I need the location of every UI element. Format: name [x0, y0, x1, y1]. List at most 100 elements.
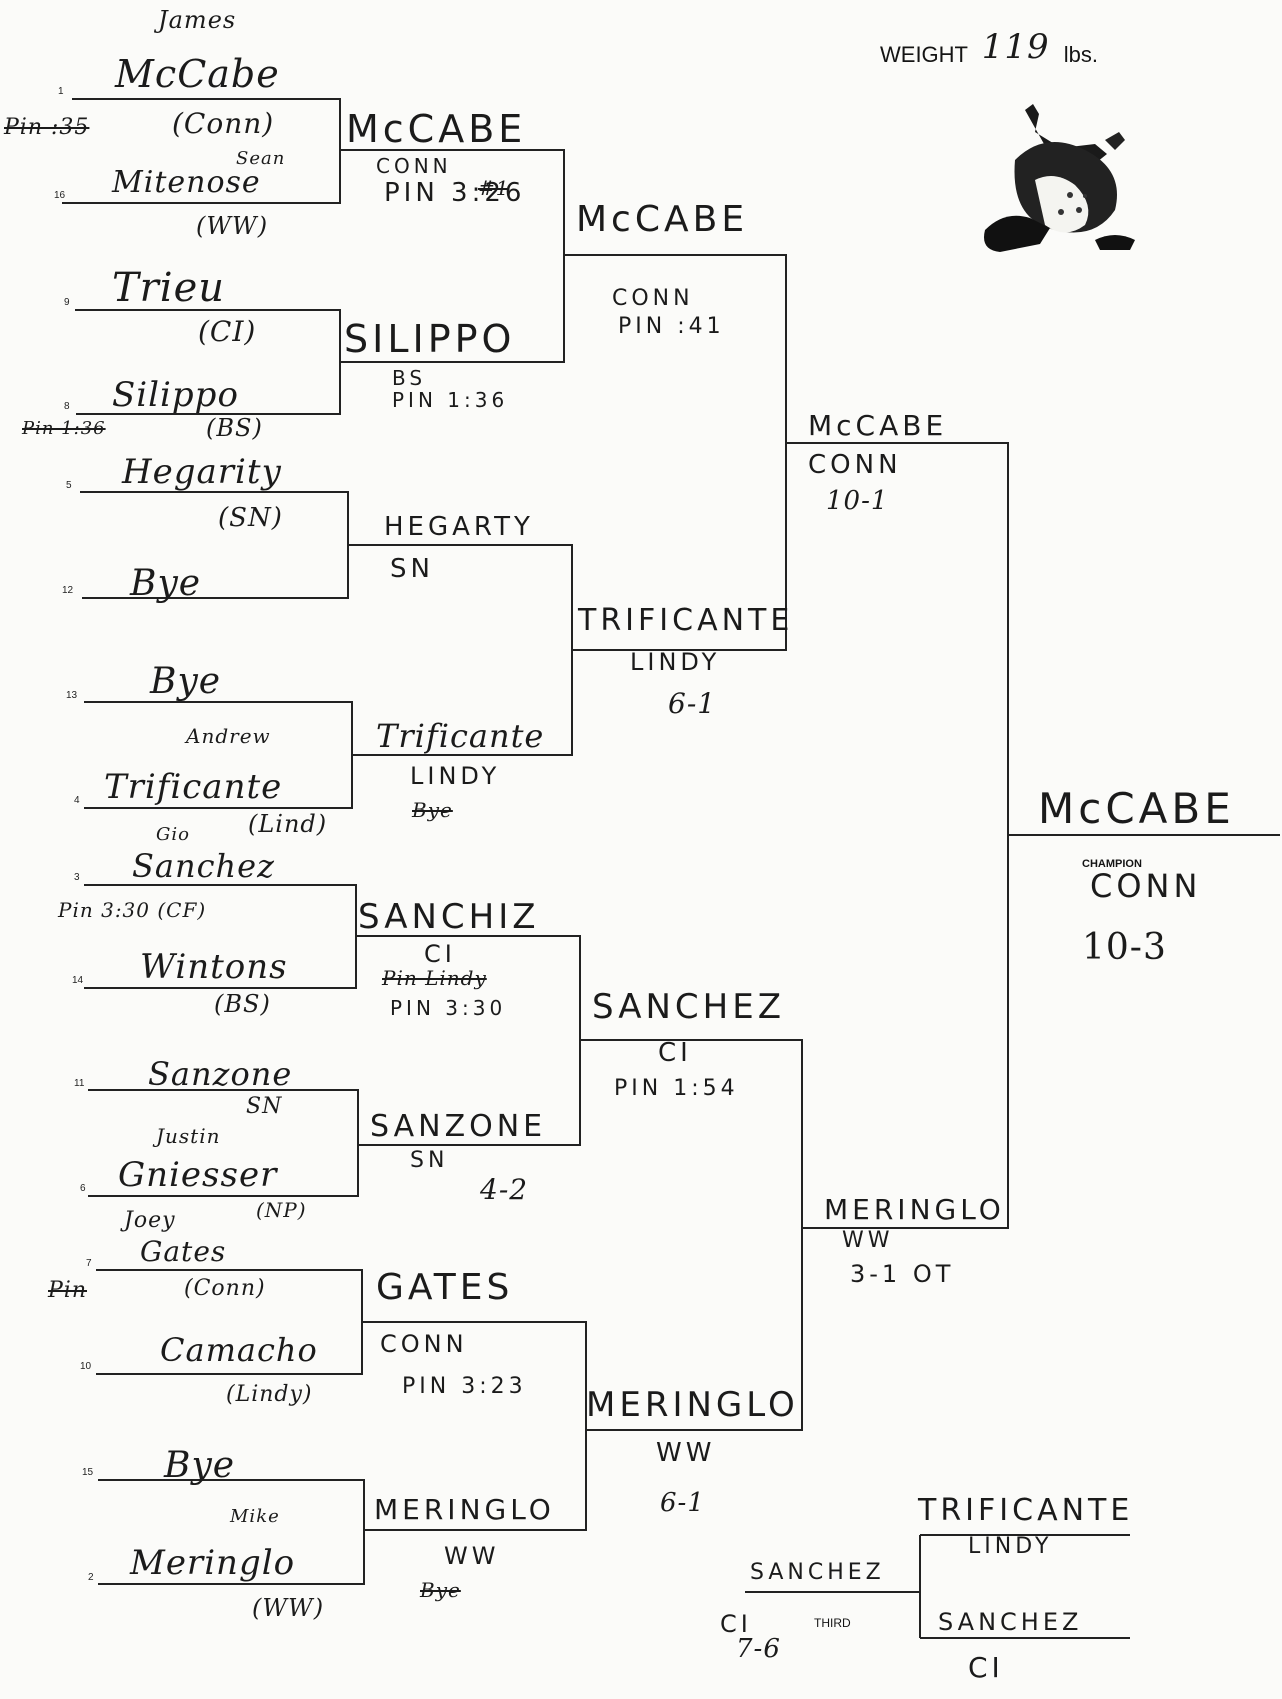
seed-number: 11 [74, 1078, 84, 1089]
round2-winner: SANCHIZ [358, 900, 540, 934]
round2-winner: SANZONE [370, 1112, 546, 1142]
seed-number: 12 [62, 585, 73, 596]
round2-result: PIN 3:23 [402, 1376, 527, 1398]
seed-number: 1 [58, 86, 64, 97]
entrant-name: Gates [140, 1238, 226, 1266]
weight-unit: lbs. [1064, 42, 1098, 67]
entrant-name: Sanchez [132, 850, 275, 882]
third-winner-score: 7-6 [736, 1636, 781, 1662]
entrant-note: Pin 3:30 (CF) [58, 900, 206, 920]
third-bottom-name: SANCHEZ [938, 1610, 1082, 1634]
round2-winner: GATES [376, 1270, 513, 1306]
seed-number: 10 [80, 1361, 91, 1372]
entrant-team: SN [246, 1096, 282, 1118]
entrant-team: (Conn) [172, 110, 274, 138]
round2-strike: Bye [412, 800, 453, 820]
entrant-name: Bye [164, 1448, 235, 1484]
seed-number: 9 [64, 297, 70, 308]
entrant-extra: Gio [156, 826, 190, 844]
entrant-first-name: James [158, 8, 236, 32]
round3-team: CONN [612, 288, 694, 310]
seed-number: 14 [72, 975, 83, 986]
entrant-name: Mitenose [112, 168, 261, 198]
entrant-team: (CI) [198, 318, 256, 346]
entrant-name: Camacho [160, 1334, 318, 1366]
entrant-name: Bye [130, 566, 201, 602]
seed-number: 2 [88, 1572, 94, 1583]
round3-winner: SANCHEZ [592, 990, 785, 1024]
seed-number: 4 [74, 795, 80, 806]
entrant-first-name: Andrew [186, 726, 271, 746]
entrant-note: Pin [48, 1280, 87, 1302]
entrant-name: McCabe [115, 55, 280, 93]
entrant-team: (NP) [256, 1200, 307, 1220]
round2-winner: MERINGLO [374, 1496, 555, 1524]
champion-name: McCABE [1038, 788, 1235, 830]
third-top-name: TRIFICANTE [918, 1496, 1133, 1526]
round2-winner: HEGARTY [384, 514, 534, 540]
round2-winner: SILIPPO [344, 320, 515, 358]
entrant-team: (WW) [252, 1596, 324, 1620]
semi-result: 3-1 OT [850, 1262, 954, 1286]
round2-team: SN [390, 556, 434, 582]
third-winner-team: CI [720, 1612, 752, 1636]
entrant-team: (BS) [214, 992, 271, 1016]
entrant-first-name: Justin [156, 1126, 220, 1146]
seed-number: 13 [66, 690, 77, 701]
seed-number: 15 [82, 1467, 93, 1478]
entrant-note: Pin 1:36 [22, 420, 106, 438]
entrant-name: Silippo [112, 378, 239, 412]
weight-header: WEIGHT 119 lbs. [880, 34, 1098, 68]
round2-team: BS [392, 368, 426, 388]
seed-number: 8 [64, 401, 70, 412]
round3-result: PIN 1:54 [614, 1078, 739, 1100]
entrant-name: Bye [150, 664, 221, 700]
seed-number: 5 [66, 480, 72, 491]
round3-winner: MERINGLO [586, 1388, 799, 1422]
entrant-name: Meringlo [130, 1546, 295, 1580]
entrant-team: (Lind) [248, 812, 327, 836]
champion-team: CONN [1090, 870, 1201, 902]
third-label: THIRD [814, 1616, 851, 1630]
entrant-name: Wintons [140, 950, 288, 984]
entrant-first-name: Joey [124, 1210, 176, 1232]
seed-number: 3 [74, 872, 80, 883]
entrant-first-name: Mike [230, 1508, 280, 1526]
seed-number: 7 [86, 1258, 92, 1269]
round2-team: CONN [376, 156, 452, 176]
champion-score: 10-3 [1082, 930, 1167, 966]
seed-number: 6 [80, 1183, 86, 1194]
round3-result: 6-1 [660, 1490, 705, 1516]
round2-result: 4-2 [480, 1176, 528, 1204]
weight-label: WEIGHT [880, 42, 968, 67]
round2-strike: #1 [478, 178, 509, 198]
round2-strike: Bye [420, 1580, 461, 1600]
entrant-team: (SN) [218, 505, 283, 531]
round2-team: SN [410, 1150, 448, 1172]
wrestlers-icon [975, 100, 1145, 260]
round2-team: LINDY [410, 764, 500, 788]
semi-team: CONN [808, 452, 902, 478]
third-bottom-team: CI [968, 1654, 1004, 1682]
entrant-team: (BS) [206, 416, 263, 440]
third-top-team: LINDY [968, 1536, 1052, 1558]
semi-winner: McCABE [808, 412, 947, 440]
entrant-team: (Lindy) [226, 1384, 313, 1406]
semi-result: 10-1 [826, 488, 888, 514]
entrant-name: Sanzone [148, 1058, 292, 1090]
round2-result: PIN 1:36 [392, 390, 508, 410]
round2-team: CONN [380, 1332, 468, 1356]
round2-strike: Pin Lindy [382, 968, 487, 988]
round3-winner: TRIFICANTE [578, 606, 793, 636]
round2-winner: Trificante [376, 720, 544, 752]
entrant-name: Trieu [112, 268, 225, 308]
third-winner-name: SANCHEZ [750, 1562, 885, 1584]
round2-result: PIN 3:30 [390, 998, 506, 1018]
entrant-name: Hegarity [122, 455, 282, 489]
round2-team: CI [424, 942, 456, 966]
bracket-line [786, 443, 1008, 1228]
entrant-team: (WW) [196, 214, 268, 238]
round2-team: WW [444, 1544, 499, 1568]
bracket-line [80, 492, 348, 598]
round3-team: WW [656, 1440, 715, 1466]
